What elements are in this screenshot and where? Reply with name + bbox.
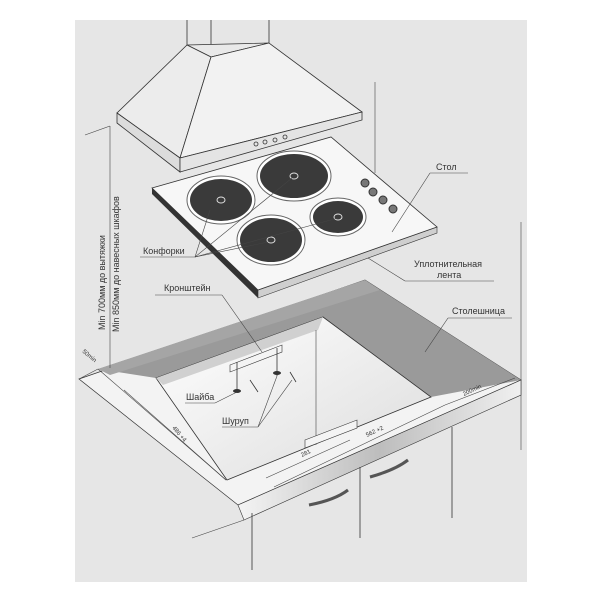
label-min-hood: Min 700мм до вытяжки — [97, 235, 107, 330]
hob — [151, 136, 438, 299]
burner — [309, 197, 367, 237]
label-seal-line2: лента — [437, 270, 461, 280]
door-handle — [369, 458, 409, 479]
leader-lines — [140, 172, 512, 428]
dimension-lines — [78, 126, 516, 488]
door-handle — [308, 488, 349, 507]
label-screw: Шуруп — [222, 416, 249, 426]
cabinets — [251, 427, 453, 570]
label-bracket: Кронштейн — [164, 283, 210, 293]
wall-lines — [84, 82, 522, 450]
hood-buttons — [253, 134, 288, 147]
brackets — [229, 344, 358, 449]
label-seal-line1: Уплотнительная — [414, 259, 482, 269]
countertop — [78, 279, 522, 539]
label-countertop: Столешница — [452, 306, 505, 316]
label-min-cabinets: Min 850мм до навесных шкафов — [111, 196, 121, 332]
label-hob: Стол — [436, 162, 457, 172]
label-washer: Шайба — [186, 392, 214, 402]
burner — [236, 214, 306, 266]
range-hood — [116, 20, 363, 173]
dim-half-width: 281 — [300, 449, 312, 459]
label-burners: Конфорки — [143, 246, 185, 256]
control-knobs — [360, 178, 398, 214]
burner — [256, 150, 332, 202]
countertop-front-edge — [237, 379, 522, 521]
burner — [186, 175, 256, 225]
